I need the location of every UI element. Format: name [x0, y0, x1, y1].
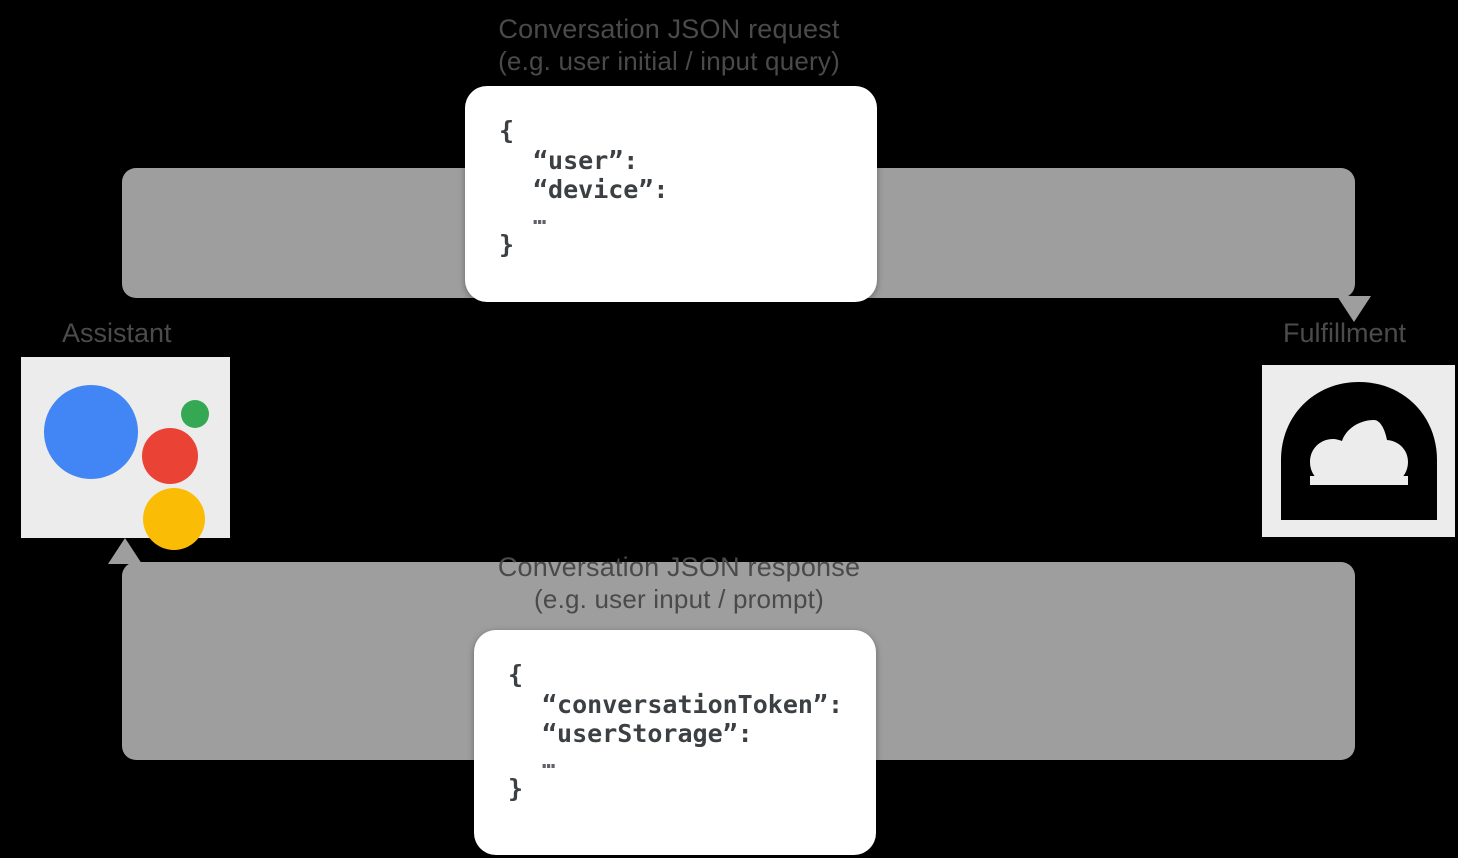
request-json-close: } [499, 230, 515, 260]
response-json-close: } [508, 774, 524, 804]
assistant-caption: Assistant [62, 318, 172, 348]
assistant-dot-green-icon [180, 399, 209, 428]
assistant-endpoint-tile[interactable] [21, 357, 230, 550]
request-arrow-head-icon [1337, 296, 1371, 322]
request-flow-label: Conversation JSON request (e.g. user ini… [359, 14, 979, 77]
google-assistant-icon [42, 374, 210, 550]
response-json-ellipsis: … [542, 748, 556, 774]
assistant-dot-blue-icon [43, 384, 138, 479]
request-json-open: { [499, 116, 515, 145]
assistant-dot-yellow-icon [142, 487, 205, 550]
request-json-key-device: “device”: [533, 175, 669, 204]
request-label-title: Conversation JSON request [498, 14, 840, 44]
response-json-key-user-storage: “userStorage”: [542, 719, 753, 748]
response-json-card: { “conversationToken”: “userStorage”: … … [474, 630, 876, 855]
response-json-key-conversation-token: “conversationToken”: [542, 689, 844, 719]
request-label-subtitle: (e.g. user initial / input query) [498, 45, 840, 76]
response-arrow-head-icon [108, 538, 142, 564]
response-json-open: { [508, 660, 524, 689]
cloud-functions-icon [1280, 382, 1437, 520]
request-json-key-user: “user”: [533, 145, 639, 175]
request-json-ellipsis: … [533, 204, 547, 230]
fulfillment-endpoint-tile[interactable] [1262, 365, 1455, 537]
request-json-card: { “user”: “device”: … } [465, 86, 877, 302]
fulfillment-caption: Fulfillment [1283, 318, 1407, 348]
assistant-dot-red-icon [141, 427, 198, 484]
